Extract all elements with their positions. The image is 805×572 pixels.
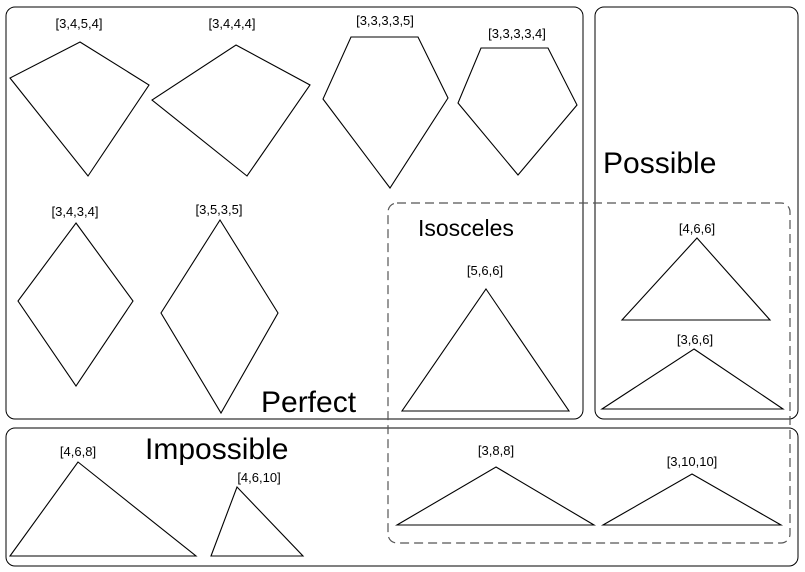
shape-label-3434: [3,4,3,4] <box>52 204 99 219</box>
quadrilateral-3444 <box>151 44 311 177</box>
shape-label-3444: [3,4,4,4] <box>209 16 256 31</box>
triangle-366 <box>600 348 785 410</box>
isosceles-title: Isosceles <box>418 215 514 241</box>
perfect-group-box <box>5 6 584 420</box>
possible-group-box <box>594 6 799 420</box>
pentagon-33334 <box>457 47 578 176</box>
perfect-title: Perfect <box>261 386 357 419</box>
shape-label-468: [4,6,8] <box>60 444 96 459</box>
shape-label-3535: [3,5,3,5] <box>196 202 243 217</box>
isosceles-group-box <box>387 202 791 544</box>
possible-title: Possible <box>603 147 716 180</box>
shape-label-388: [3,8,8] <box>478 443 514 458</box>
triangle-31010 <box>600 473 784 526</box>
triangle-468 <box>8 461 198 557</box>
triangle-4610 <box>210 485 305 557</box>
impossible-title: Impossible <box>145 433 288 466</box>
triangle-388 <box>394 466 597 526</box>
rhombus-3535 <box>160 218 279 415</box>
shape-label-31010: [3,10,10] <box>667 454 718 469</box>
rhombus-3434 <box>17 222 134 387</box>
triangle-566 <box>400 288 571 412</box>
shape-label-33335: [3,3,3,3,5] <box>356 13 414 28</box>
shape-label-566: [5,6,6] <box>467 263 503 278</box>
pentagon-33335 <box>322 36 449 189</box>
triangle-466 <box>620 237 772 321</box>
shape-label-33334: [3,3,3,3,4] <box>488 26 546 41</box>
shape-label-366: [3,6,6] <box>677 332 713 347</box>
kite-3454 <box>9 41 150 177</box>
shape-label-466: [4,6,6] <box>679 221 715 236</box>
impossible-group-box <box>5 427 799 567</box>
shape-label-3454: [3,4,5,4] <box>56 16 103 31</box>
shape-label-4610: [4,6,10] <box>237 470 280 485</box>
